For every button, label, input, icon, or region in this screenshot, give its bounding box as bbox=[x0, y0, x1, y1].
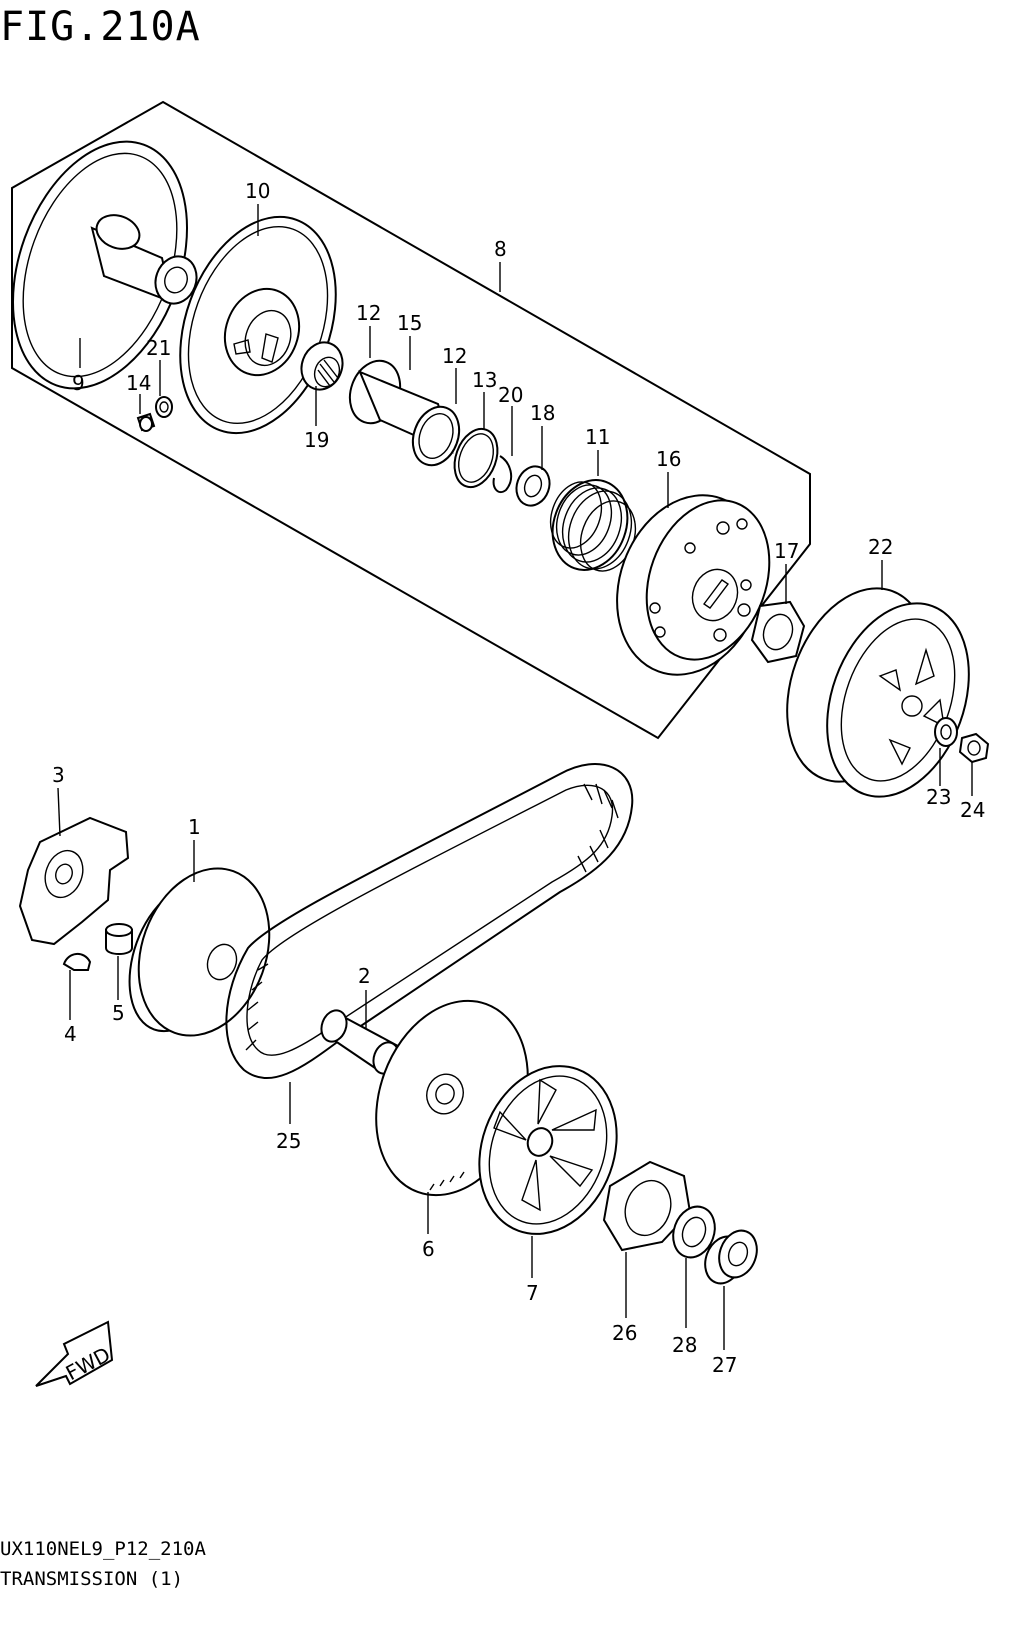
part-9-driven-face bbox=[12, 140, 198, 390]
part-27-nut bbox=[704, 1229, 758, 1285]
part-7-fan bbox=[478, 1065, 618, 1235]
part-3-ramp-plate bbox=[18, 816, 130, 946]
part-17-nut bbox=[750, 600, 806, 664]
part-2-collar bbox=[320, 1009, 400, 1075]
part-25-drive-belt bbox=[225, 763, 634, 1080]
figure-name: TRANSMISSION (1) bbox=[0, 1568, 184, 1590]
part-1-movable-drive-face bbox=[128, 867, 271, 1037]
part-24-nut bbox=[958, 732, 990, 764]
assembly-8-boundary bbox=[11, 100, 811, 740]
fwd-arrow-icon: FWD bbox=[35, 1320, 114, 1387]
callout-11: 11 bbox=[585, 425, 610, 449]
leader-lines bbox=[57, 204, 973, 1350]
callout-18: 18 bbox=[530, 401, 555, 425]
callout-19: 19 bbox=[304, 428, 329, 452]
callout-17: 17 bbox=[774, 539, 799, 563]
part-28-washer bbox=[672, 1205, 716, 1259]
callout-22: 22 bbox=[868, 535, 893, 559]
callout-9: 9 bbox=[72, 371, 85, 395]
part-20-circlip bbox=[492, 455, 513, 494]
part-22-clutch-housing bbox=[786, 587, 970, 798]
part-4-slide-piece bbox=[62, 953, 92, 971]
part-23-washer bbox=[934, 717, 958, 747]
callout-28: 28 bbox=[672, 1333, 697, 1357]
callout-12a: 12 bbox=[356, 301, 381, 325]
callout-3: 3 bbox=[52, 763, 65, 787]
callout-21: 21 bbox=[146, 336, 171, 360]
callout-26: 26 bbox=[612, 1321, 637, 1345]
callout-1: 1 bbox=[188, 815, 201, 839]
callout-6: 6 bbox=[422, 1237, 435, 1261]
callout-13: 13 bbox=[472, 368, 497, 392]
part-5-roller bbox=[105, 923, 133, 955]
callout-4: 4 bbox=[64, 1022, 77, 1046]
callout-23: 23 bbox=[926, 785, 951, 809]
callout-27: 27 bbox=[712, 1353, 737, 1377]
part-21-collar bbox=[155, 396, 173, 418]
callout-2: 2 bbox=[358, 964, 371, 988]
callout-15: 15 bbox=[397, 311, 422, 335]
figure-title: FIG.210A bbox=[0, 4, 201, 50]
part-10-movable-driven-face bbox=[179, 215, 337, 435]
callout-14: 14 bbox=[126, 371, 151, 395]
part-14-pin bbox=[136, 412, 156, 432]
part-13-ring bbox=[453, 427, 499, 489]
part-11-spring bbox=[549, 479, 637, 572]
callout-24: 24 bbox=[960, 798, 985, 822]
callout-20: 20 bbox=[498, 383, 523, 407]
part-19-needle-bearing bbox=[300, 341, 344, 391]
callout-16: 16 bbox=[656, 447, 681, 471]
part-18-bearing bbox=[515, 465, 551, 507]
callout-7: 7 bbox=[526, 1281, 539, 1305]
part-16-clutch-shoe bbox=[616, 494, 771, 676]
callout-5: 5 bbox=[112, 1001, 125, 1025]
callout-12b: 12 bbox=[442, 344, 467, 368]
figure-code: UX110NEL9_P12_210A bbox=[0, 1538, 206, 1560]
part-15-sleeve bbox=[348, 359, 461, 467]
callout-25: 25 bbox=[276, 1129, 301, 1153]
callout-8: 8 bbox=[494, 237, 507, 261]
callout-10: 10 bbox=[245, 179, 270, 203]
